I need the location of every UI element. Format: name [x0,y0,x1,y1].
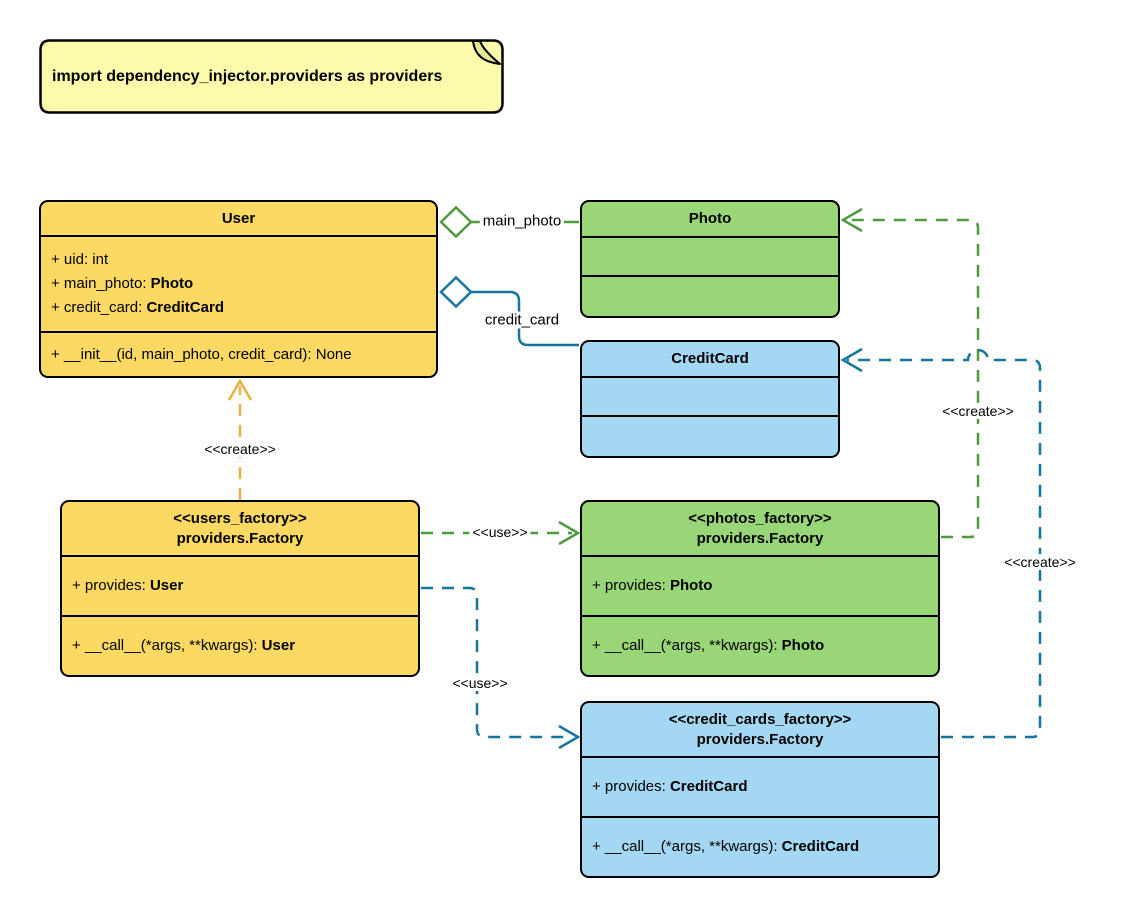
attribute: + credit_card: CreditCard [51,296,436,320]
edge-create-user [227,378,253,500]
attribute-type: Photo [669,577,713,594]
edge-label-use-photos: <<use>> [469,524,531,540]
class-users-factory-methods: + __call__(*args, **kwargs): User [62,617,418,675]
class-credit-card: CreditCard [580,340,840,458]
attribute: + provides: Photo [592,574,938,598]
attribute: + provides: User [72,574,418,598]
note-text: import dependency_injector.providers as … [52,67,443,85]
class-photo-attributes-empty [582,238,838,277]
edge-use-photos-factory [421,520,581,546]
method-compartment: + __call__(*args, **kwargs): CreditCard [582,818,938,876]
class-name: providers.Factory [696,730,824,748]
class-users-factory-attributes: + provides: User [62,557,418,617]
edge-use-credit-cards-factory [421,586,581,750]
class-user-attributes: + uid: int + main_photo: Photo + credit_… [41,237,436,333]
stereotype: <<photos_factory>> [688,510,832,527]
method-type: CreditCard [781,838,860,855]
method-text: + __call__(*args, **kwargs): [592,838,782,855]
note: import dependency_injector.providers as … [38,38,505,115]
method-text: + __call__(*args, **kwargs): [72,637,262,654]
class-photo-title: Photo [582,202,838,238]
open-arrowhead-icon [840,207,863,233]
attribute-type: Photo [150,275,194,292]
attribute: + uid: int [51,248,436,272]
method-type: Photo [781,637,825,654]
attribute: + provides: CreditCard [592,775,938,799]
class-credit-cards-factory: <<credit_cards_factory>> providers.Facto… [580,701,940,878]
note-fold-icon [472,40,501,65]
class-user-methods: + __init__(id, main_photo, credit_card):… [41,333,436,376]
class-photo: Photo [580,200,840,318]
attribute-type: CreditCard [669,778,748,795]
edge-label-credit-card: credit_card [481,311,563,329]
method-type: User [261,637,296,654]
method: + __call__(*args, **kwargs): Photo [592,634,938,658]
attribute-text: + uid: int [51,251,109,268]
note-shape [39,39,504,114]
class-photos-factory: <<photos_factory>> providers.Factory + p… [580,500,940,677]
class-users-factory-title: <<users_factory>> providers.Factory [62,502,418,557]
edge-label-main-photo: main_photo [479,212,565,230]
class-credit-card-attributes-empty [582,378,838,417]
method-text: + __call__(*args, **kwargs): [592,637,782,654]
stereotype: <<users_factory>> [173,510,307,527]
attribute-text: + credit_card: [51,299,147,316]
class-photos-factory-attributes: + provides: Photo [582,557,938,617]
method-text: + __init__(id, main_photo, credit_card):… [51,345,352,363]
class-user-title: User [41,202,436,237]
method: + __init__(id, main_photo, credit_card):… [51,343,436,367]
class-credit-cards-factory-attributes: + provides: CreditCard [582,758,938,818]
attribute-type: CreditCard [146,299,224,316]
class-credit-cards-factory-title: <<credit_cards_factory>> providers.Facto… [582,703,938,758]
class-photos-factory-methods: + __call__(*args, **kwargs): Photo [582,617,938,675]
class-name: providers.Factory [176,529,304,547]
edge-label-create-photo: <<create>> [939,403,1017,419]
edge-label-use-credit-cards: <<use>> [449,675,511,691]
edge-label-create-user: <<create>> [201,441,279,457]
open-arrowhead-icon [558,724,581,750]
method: + __call__(*args, **kwargs): User [72,634,418,658]
class-name: providers.Factory [696,529,824,547]
class-photos-factory-title: <<photos_factory>> providers.Factory [582,502,938,557]
attribute-text: + provides: [72,577,150,594]
attribute-text: + main_photo: [51,275,151,292]
attribute-type: User [149,577,184,594]
edge-create-photo [840,207,980,539]
aggregation-diamond-icon [439,205,473,239]
class-users-factory: <<users_factory>> providers.Factory + pr… [60,500,420,677]
note-body [39,39,504,114]
aggregation-diamond-icon [439,275,473,309]
open-arrowhead-icon [558,520,581,546]
attribute: + main_photo: Photo [51,272,436,296]
attribute-text: + provides: [592,577,670,594]
edge-label-create-credit-card: <<create>> [1001,554,1079,570]
stereotype: <<credit_cards_factory>> [668,711,852,728]
method: + __call__(*args, **kwargs): CreditCard [592,835,938,859]
open-arrowhead-icon [227,378,253,401]
attribute-text: + provides: [592,778,670,795]
class-user: User + uid: int + main_photo: Photo + cr… [39,200,438,378]
class-credit-card-title: CreditCard [582,342,838,378]
edge-create-credit-card [840,347,1042,739]
open-arrowhead-icon [840,347,863,373]
